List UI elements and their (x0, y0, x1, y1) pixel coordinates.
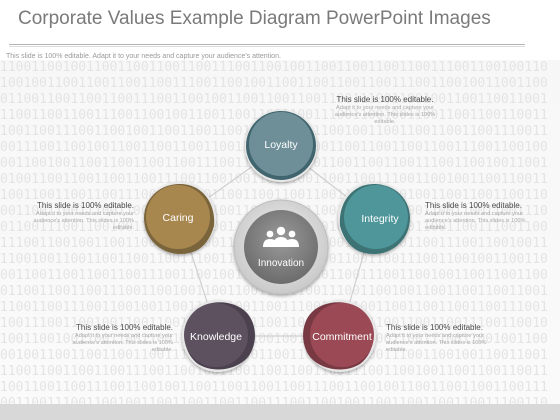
caption-knowledge-body: Adapt it to your needs and capture your … (72, 333, 173, 353)
title-divider-secondary (9, 46, 525, 47)
caption-knowledge: This slide is 100% editable. Adapt it to… (55, 323, 173, 354)
title-divider (9, 44, 525, 45)
caption-caring: This slide is 100% editable. Adapt it to… (16, 201, 134, 232)
node-knowledge-circle (184, 303, 248, 367)
slide-subtitle: This slide is 100% editable. Adapt it to… (6, 53, 281, 60)
node-knowledge-label: Knowledge (190, 331, 242, 343)
node-knowledge: Knowledge (182, 300, 255, 372)
caption-knowledge-heading: This slide is 100% editable. (76, 323, 173, 332)
node-loyalty: Loyalty (245, 110, 317, 182)
caption-integrity-heading: This slide is 100% editable. (425, 201, 522, 210)
caption-caring-body: Adapt it to your needs and capture your … (33, 211, 134, 231)
caption-commitment: This slide is 100% editable. Adapt it to… (386, 323, 504, 354)
node-commitment-circle (310, 303, 374, 367)
people-group-icon (263, 226, 299, 247)
node-integrity-label: Integrity (361, 213, 399, 225)
node-commitment-label: Commitment (312, 331, 372, 343)
node-caring-label: Caring (163, 212, 194, 224)
center-hub: Innovation (233, 199, 329, 295)
node-loyalty-label: Loyalty (264, 139, 298, 151)
node-commitment: Commitment (303, 300, 376, 372)
caption-commitment-body: Adapt it to your needs and capture your … (386, 333, 487, 353)
node-caring-circle (146, 185, 210, 249)
caption-loyalty-body: Adapt it to your needs and capture your … (334, 105, 436, 125)
node-integrity: Integrity (338, 182, 410, 254)
node-loyalty-circle (249, 112, 313, 176)
center-label: Innovation (258, 258, 304, 269)
caption-loyalty: This slide is 100% editable. Adapt it to… (326, 95, 444, 126)
footer-bar (0, 404, 560, 420)
node-integrity-circle (344, 185, 408, 249)
caption-commitment-heading: This slide is 100% editable. (386, 323, 483, 332)
slide-title: Corporate Values Example Diagram PowerPo… (18, 8, 491, 29)
node-caring: Caring (144, 182, 216, 254)
caption-loyalty-heading: This slide is 100% editable. (336, 95, 434, 104)
caption-caring-heading: This slide is 100% editable. (37, 201, 134, 210)
caption-integrity-body: Adapt it to your needs and capture your … (425, 211, 526, 231)
caption-integrity: This slide is 100% editable. Adapt it to… (425, 201, 543, 232)
